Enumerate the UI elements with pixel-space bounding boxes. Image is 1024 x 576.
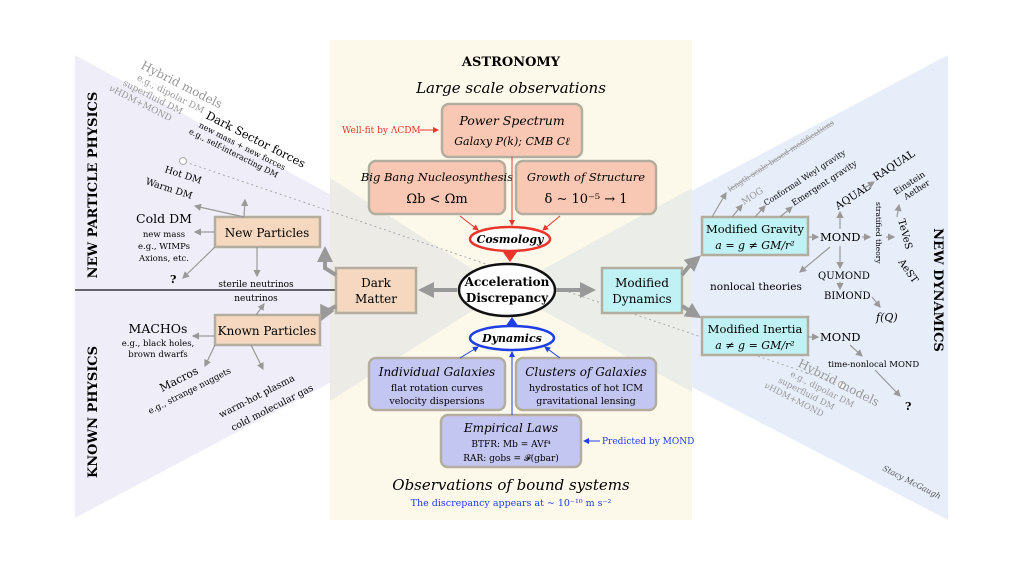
new-particles-label: New Particles bbox=[225, 226, 310, 240]
growth-sub: δ ∼ 10⁻⁵ → 1 bbox=[544, 192, 627, 207]
ind-title: Individual Galaxies bbox=[378, 365, 495, 379]
known-particles-label: Known Particles bbox=[218, 324, 317, 338]
ind-l1: flat rotation curves bbox=[391, 383, 483, 394]
astronomy-heading: ASTRONOMY bbox=[461, 55, 561, 70]
power-spectrum-box bbox=[440, 102, 584, 159]
md-label-1: Modified bbox=[615, 276, 669, 290]
overlap-right bbox=[505, 188, 692, 392]
empirical-laws-box bbox=[439, 413, 583, 469]
known-physics-label: KNOWN PHYSICS bbox=[86, 346, 101, 478]
acc-label-2: Discrepancy bbox=[466, 291, 549, 305]
sterile-neutrinos: sterile neutrinos bbox=[218, 280, 294, 290]
cold-dm-line: Axions, etc. bbox=[138, 254, 189, 264]
new-particle-physics-label: NEW PARTICLE PHYSICS bbox=[86, 92, 101, 279]
large-scale-heading: Large scale observations bbox=[415, 79, 606, 97]
dark-matter-box bbox=[334, 266, 418, 315]
cold-dm-line: new mass bbox=[143, 230, 185, 240]
clu-l1: hydrostatics of hot ICM bbox=[529, 383, 643, 394]
dynamics-node bbox=[468, 324, 556, 352]
acceleration-discrepancy-node bbox=[457, 262, 557, 318]
machos-line: e.g., black holes, bbox=[122, 339, 195, 349]
modified-dynamics-box bbox=[600, 266, 684, 315]
dm-label-1: Dark bbox=[361, 276, 392, 290]
mi-eq: a ≠ g = GM/r² bbox=[715, 339, 794, 352]
power-spectrum-title: Power Spectrum bbox=[458, 113, 564, 128]
right-question: ? bbox=[905, 400, 911, 413]
new-dynamics-label: NEW DYNAMICS bbox=[930, 228, 945, 352]
growth-box bbox=[514, 159, 658, 216]
acc-label-1: Acceleration bbox=[464, 275, 550, 289]
left-question: ? bbox=[170, 273, 176, 286]
modified-inertia-box bbox=[700, 315, 810, 357]
wellfit-label: Well-fit by ΛCDM bbox=[342, 126, 421, 136]
mg-title: Modified Gravity bbox=[706, 222, 805, 236]
power-spectrum-sub: Galaxy P(k); CMB Cℓ bbox=[454, 135, 570, 148]
stratified-theory: stratified theory bbox=[874, 202, 883, 264]
cold-dm-line: e.g., WIMPs bbox=[138, 242, 190, 252]
mond-inertia: MOND bbox=[820, 330, 861, 344]
f-of-q: f(Q) bbox=[875, 311, 898, 324]
right-region bbox=[505, 55, 948, 520]
mond: MOND bbox=[820, 230, 861, 244]
emp-title: Empirical Laws bbox=[463, 421, 558, 435]
bbn-box bbox=[367, 159, 507, 216]
md-label-2: Dynamics bbox=[612, 292, 671, 306]
ind-l2: velocity dispersions bbox=[388, 396, 484, 407]
dynamics-label: Dynamics bbox=[481, 332, 542, 345]
bimond: BIMOND bbox=[824, 291, 871, 302]
mi-title: Modified Inertia bbox=[708, 322, 803, 336]
neutrinos: neutrinos bbox=[234, 294, 278, 304]
cosmology-label: Cosmology bbox=[477, 233, 545, 246]
clusters-box bbox=[514, 356, 658, 412]
clu-l2: gravitational lensing bbox=[536, 396, 635, 407]
cosmology-node bbox=[468, 225, 552, 253]
clu-title: Clusters of Galaxies bbox=[525, 365, 647, 379]
left-region bbox=[75, 55, 505, 518]
nonlocal-theories: nonlocal theories bbox=[710, 281, 802, 293]
known-particles-box bbox=[213, 313, 322, 347]
overlap-left bbox=[330, 178, 505, 401]
dm-label-2: Matter bbox=[355, 292, 397, 306]
mg-eq: a = g ≠ GM/r² bbox=[715, 239, 794, 252]
growth-title: Growth of Structure bbox=[527, 170, 645, 184]
bound-systems-heading: Observations of bound systems bbox=[392, 476, 630, 494]
time-nonlocal-mond: time-nonlocal MOND bbox=[828, 360, 919, 370]
bbn-title: Big Bang Nucleosynthesis bbox=[360, 170, 513, 184]
cold-dm-title: Cold DM bbox=[136, 211, 192, 226]
predicted-label: Predicted by MOND bbox=[602, 437, 694, 447]
new-particles-box bbox=[213, 215, 322, 249]
individual-galaxies-box bbox=[367, 356, 507, 412]
emp-l2: RAR: gobs = 𝓕(gbar) bbox=[463, 453, 559, 464]
discrepancy-scale: The discrepancy appears at ∼ 10⁻¹⁰ m s⁻² bbox=[411, 498, 612, 509]
qumond: QUMOND bbox=[818, 271, 870, 282]
bbn-sub: Ωb < Ωm bbox=[406, 192, 467, 207]
machos-line: brown dwarfs bbox=[128, 350, 187, 360]
machos-title: MACHOs bbox=[129, 321, 188, 336]
emp-l1: BTFR: Mb = AVf⁴ bbox=[471, 440, 551, 450]
